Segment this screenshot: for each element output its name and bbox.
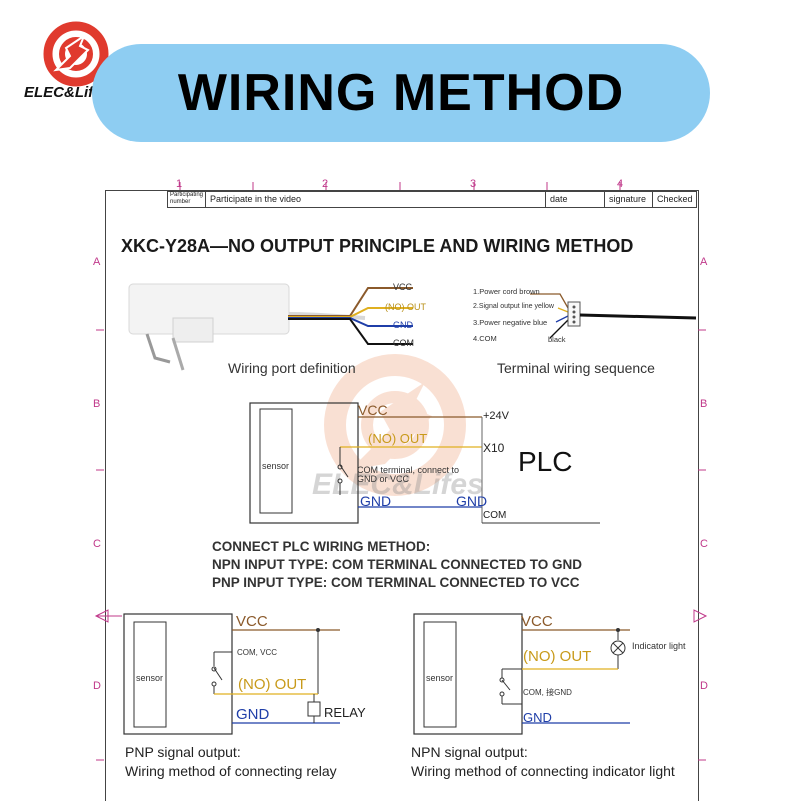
grid-row-a-right: A <box>700 256 708 268</box>
grid-row-b-right: B <box>700 398 708 410</box>
terminal-item-4: 4.COM <box>473 334 497 343</box>
plc-note-heading: CONNECT PLC WIRING METHOD: <box>212 539 431 554</box>
signature-label: signature <box>604 191 655 207</box>
plc-note-npn: NPN INPUT TYPE: COM TERMINAL CONNECTED T… <box>212 557 583 572</box>
terminal-item-2: 2.Signal output line yellow <box>473 303 554 310</box>
pnp-relay-diagram <box>123 613 340 735</box>
pnp-caption: PNP signal output: Wiring method of conn… <box>125 743 337 781</box>
plc-gnd2-label: GND <box>456 493 488 509</box>
watermark-text: ELEC&Lifes <box>312 468 484 501</box>
pnp-relay-label: RELAY <box>324 705 366 720</box>
port-wires <box>288 287 413 345</box>
npn-gnd-label: GND <box>523 710 552 725</box>
terminal-item-1: 1.Power cord brown <box>473 287 540 296</box>
title-banner <box>92 44 710 142</box>
brand-logo-text: ELEC&Lifes <box>24 84 110 101</box>
plc-vcc-label: VCC <box>358 402 388 418</box>
plc-sensor-label: sensor <box>262 461 290 471</box>
grid-col-1: 1 <box>176 178 183 190</box>
page-title: WIRING METHOD <box>177 64 625 122</box>
plc-wiring-diagram <box>249 402 600 524</box>
title-block <box>167 191 697 208</box>
npn-caption-line1: NPN signal output: <box>411 744 528 760</box>
plc-note-pnp: PNP INPUT TYPE: COM TERMINAL CONNECTED T… <box>212 575 580 590</box>
plc-gnd-label: GND <box>360 493 392 509</box>
pnp-caption-line2: Wiring method of connecting relay <box>125 763 337 779</box>
diagram-title: XKC-Y28A—NO OUTPUT PRINCIPLE AND WIRING … <box>121 236 634 256</box>
plc-com-label: COM <box>483 510 507 521</box>
port-label-gnd: GND <box>393 320 413 330</box>
grid-row-d-left: D <box>93 680 101 692</box>
npn-sensor-label: sensor <box>426 673 454 683</box>
plc-24v-label: +24V <box>483 410 509 422</box>
grid-row-b-left: B <box>93 398 101 410</box>
port-label-vcc: VCC <box>393 282 413 292</box>
plc-notes: CONNECT PLC WIRING METHOD: NPN INPUT TYP… <box>212 538 582 592</box>
participating-number-label: Participating number <box>170 192 204 205</box>
npn-com-label: COM, 接GND <box>523 688 572 697</box>
npn-indicator-label: Indicator light <box>632 641 686 651</box>
npn-caption-line2: Wiring method of connecting indicator li… <box>411 763 675 779</box>
grid-row-c-right: C <box>700 538 708 550</box>
grid-row-c-left: C <box>93 538 101 550</box>
npn-indicator-diagram <box>413 613 630 735</box>
pnp-out-label: (NO) OUT <box>238 676 307 693</box>
pnp-sensor-label: sensor <box>136 673 164 683</box>
brand-logo-icon <box>43 21 109 87</box>
pnp-vcc-label: VCC <box>236 613 268 630</box>
pnp-caption-line1: PNP signal output: <box>125 744 241 760</box>
grid-row-a-left: A <box>93 256 101 268</box>
terminal-connector <box>530 293 697 339</box>
npn-vcc-label: VCC <box>521 613 553 630</box>
caption-port-definition: Wiring port definition <box>228 360 356 376</box>
caption-terminal-sequence: Terminal wiring sequence <box>497 360 655 376</box>
pnp-com-label: COM, VCC <box>237 648 277 657</box>
plc-x10-label: X10 <box>483 441 505 455</box>
plc-out-label: (NO) OUT <box>368 431 428 446</box>
grid-col-3: 3 <box>470 178 477 190</box>
sensor-product-image <box>128 283 366 371</box>
plc-title: PLC <box>518 446 573 477</box>
npn-caption: NPN signal output: Wiring method of conn… <box>411 743 675 781</box>
plc-com-note: COM terminal, connect to GND or VCC <box>357 465 460 484</box>
grid-col-2: 2 <box>322 178 329 190</box>
pnp-gnd-label: GND <box>236 706 270 723</box>
port-label-com: COM <box>393 338 414 348</box>
date-label: date <box>545 191 606 207</box>
participate-label: Participate in the video <box>205 191 545 207</box>
drawing-sheet <box>105 190 699 801</box>
terminal-black-label: black <box>548 335 566 344</box>
npn-out-label: (NO) OUT <box>523 648 592 665</box>
watermark-logo-icon <box>324 354 466 496</box>
grid-col-4: 4 <box>617 178 624 190</box>
checked-label: Checked <box>652 191 701 207</box>
port-label-out: (NO) OUT <box>385 302 426 312</box>
terminal-item-3: 3.Power negative blue <box>473 318 548 327</box>
grid-row-d-right: D <box>700 680 708 692</box>
